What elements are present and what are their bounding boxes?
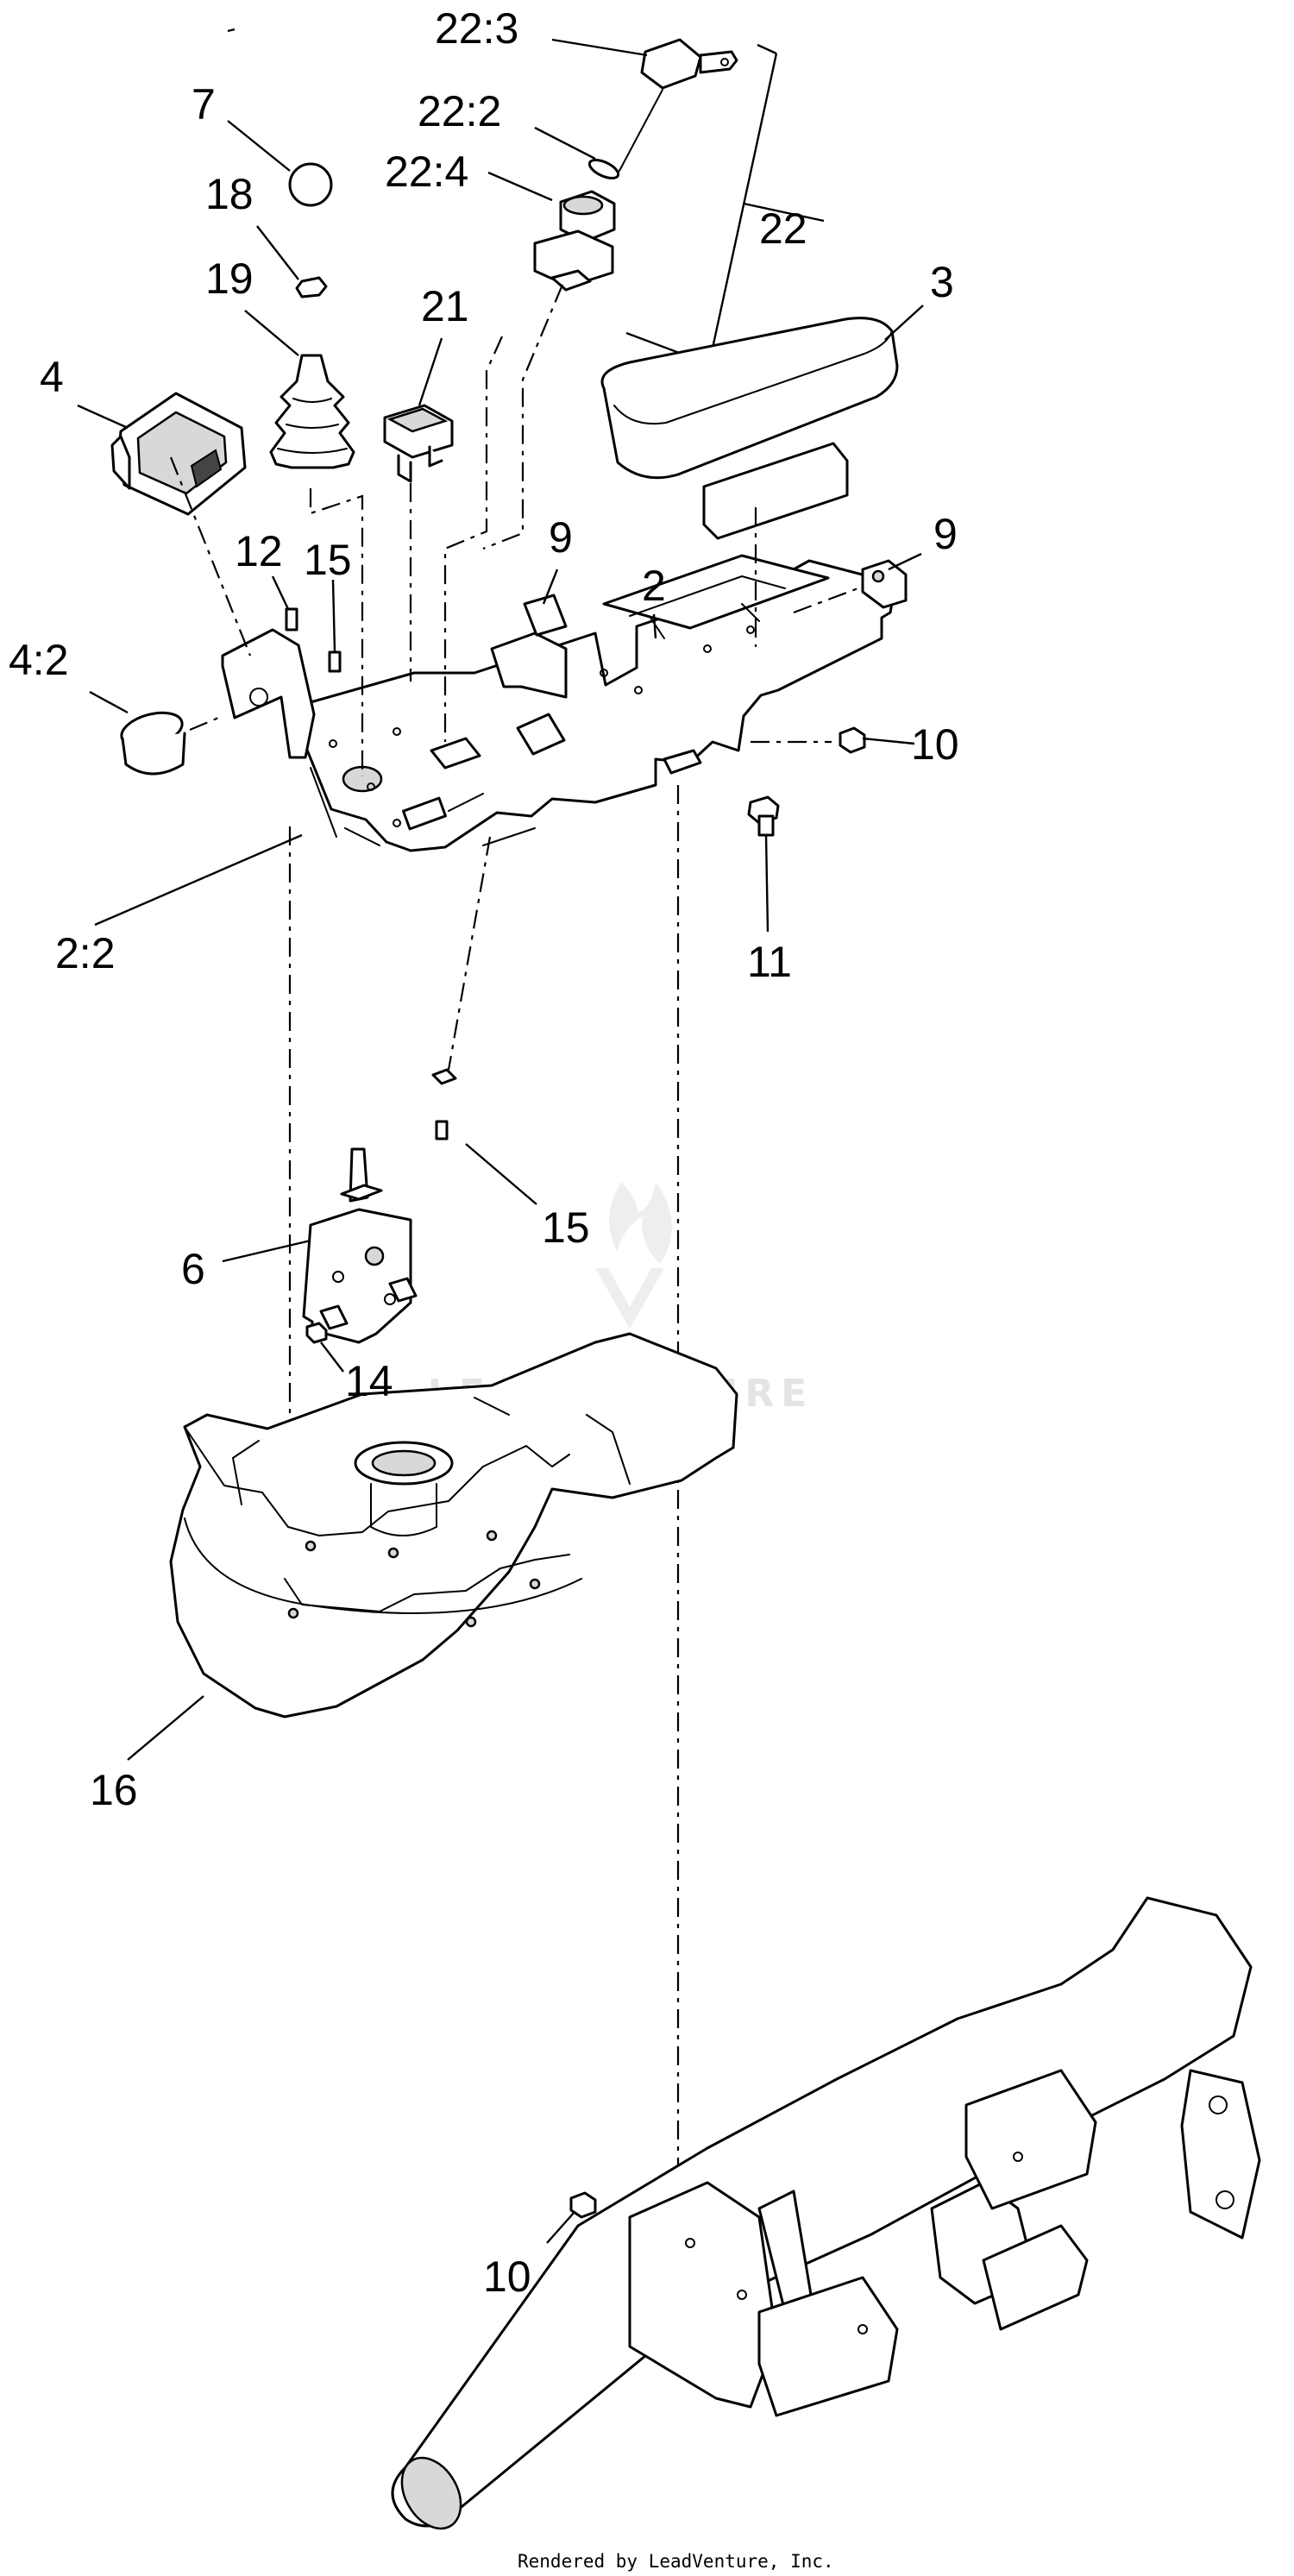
leader-9a	[542, 569, 559, 605]
callout-16: 16	[90, 1766, 138, 1814]
callout-3: 3	[930, 258, 954, 306]
callout-7: 7	[192, 80, 216, 129]
leader-18	[256, 225, 299, 280]
leader-9b	[888, 552, 922, 571]
key-switch-washer	[587, 158, 620, 180]
ignition-switch	[533, 190, 616, 292]
leader-16	[127, 1695, 204, 1761]
leader-21	[418, 337, 443, 406]
key-guide-line	[619, 89, 663, 172]
callout-9a: 9	[549, 513, 573, 562]
callout-19: 19	[205, 254, 254, 303]
leader-7	[227, 120, 291, 172]
leader-3	[884, 305, 924, 341]
leader-15a	[331, 579, 336, 653]
callout-22-3: 22:3	[435, 4, 518, 53]
tab-9	[663, 749, 702, 775]
leader-22	[743, 202, 825, 223]
steering-frame	[391, 1896, 1261, 2530]
leader-19	[244, 310, 299, 356]
leader-4	[77, 404, 129, 430]
nut-10-top	[839, 726, 866, 754]
console-bracket	[221, 554, 897, 852]
screw-15-lower	[431, 1068, 457, 1140]
bolt-11	[747, 795, 780, 837]
leader-12	[271, 575, 290, 610]
nut-14	[305, 1322, 328, 1344]
callout-2-2: 2:2	[55, 929, 116, 977]
knob	[288, 162, 333, 207]
callout-10a: 10	[911, 720, 959, 769]
control-bracket	[302, 1147, 418, 1344]
callout-21: 21	[421, 282, 469, 330]
screw-15-top	[328, 650, 342, 673]
leader-6	[222, 1239, 311, 1263]
watermark-logo	[595, 1182, 672, 1329]
leader-2-2	[94, 833, 303, 927]
bezel-4-2	[120, 711, 186, 776]
rocker-switch	[383, 404, 454, 483]
ignition-key	[640, 38, 738, 90]
callout-6: 6	[181, 1245, 205, 1293]
callout-12: 12	[235, 527, 283, 575]
callout-22-2: 22:2	[418, 87, 501, 135]
callout-2: 2	[642, 562, 666, 610]
leader-11	[764, 834, 769, 933]
leader-14	[320, 1341, 344, 1373]
screw-12	[285, 607, 298, 631]
leader-10a	[862, 737, 915, 745]
callout-4-2: 4:2	[9, 636, 69, 684]
armrest	[600, 317, 899, 540]
callout-4: 4	[40, 353, 64, 401]
leader-22-3	[551, 38, 648, 57]
callout-22: 22	[759, 204, 807, 253]
callout-15a: 15	[304, 536, 352, 584]
display-module	[110, 392, 247, 516]
callout-18: 18	[205, 170, 254, 218]
callout-15b: 15	[542, 1203, 590, 1252]
callout-11: 11	[747, 938, 792, 986]
jam-nut	[295, 276, 328, 298]
callout-9b: 9	[933, 510, 958, 558]
shift-boot	[269, 354, 355, 469]
clip-9	[861, 559, 908, 609]
leader-4-2	[89, 690, 129, 714]
leader-2	[652, 613, 657, 639]
leader-22-2	[534, 126, 596, 160]
callout-10b: 10	[483, 2252, 531, 2301]
bracket-9-small	[523, 594, 568, 637]
leader-10b	[546, 2211, 575, 2244]
bracket-22	[707, 53, 778, 365]
callout-22-4: 22:4	[385, 148, 468, 196]
leader-22-4	[487, 171, 553, 202]
leader-15b	[465, 1143, 537, 1205]
callout-14: 14	[345, 1357, 393, 1405]
console-shroud	[169, 1332, 738, 1718]
nut-10-bottom	[569, 2191, 597, 2219]
footer-credit: Rendered by LeadVenture, Inc.	[518, 2551, 834, 2572]
